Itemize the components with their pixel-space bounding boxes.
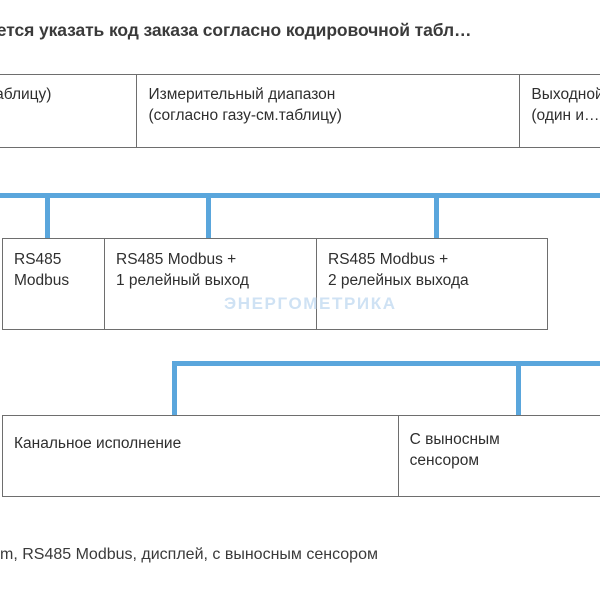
connector-vertical-bottom-2 <box>516 361 521 416</box>
execution-option-duct-mount[interactable]: Канальное исполнение <box>3 416 398 496</box>
connector-horizontal-bottom <box>172 361 600 366</box>
example-order-code-note: …m, RS485 Modbus, дисплей, с выносным се… <box>0 546 378 563</box>
execution-option-remote-sensor[interactable]: С выносным сенсором <box>397 416 600 496</box>
cell-line-2: 2 релейных выхода <box>328 271 469 289</box>
interface-option-two-relays[interactable]: RS485 Modbus + 2 релейных выхода <box>316 239 547 329</box>
cell-line-1: Измерительный диапазон <box>148 86 336 103</box>
cell-line-2: (один и… <box>531 106 600 124</box>
cell-line-1: …см.таблицу) <box>0 86 52 103</box>
cell-line-1: RS485 <box>14 251 62 268</box>
cell-line-1: RS485 Modbus + <box>328 251 449 268</box>
cell-line-1: RS485 Modbus + <box>116 251 237 268</box>
connector-vertical-top-3 <box>434 193 439 239</box>
parameters-row: …см.таблицу) Измерительный диапазон (сог… <box>0 74 600 148</box>
cell-line-1: Выходной… <box>531 86 600 103</box>
interface-option-one-relay[interactable]: RS485 Modbus + 1 релейный выход <box>104 239 316 329</box>
interface-option-rs485-modbus[interactable]: RS485 Modbus <box>3 239 104 329</box>
page-title: …уется указать код заказа согласно кодир… <box>0 20 472 40</box>
cell-line-1: Канальное исполнение <box>14 435 182 452</box>
cell-line-2: Modbus <box>14 271 70 289</box>
connector-vertical-top-1 <box>45 193 50 239</box>
parameter-cell-model-table[interactable]: …см.таблицу) <box>0 75 136 147</box>
cell-line-2: 1 релейный выход <box>116 271 249 289</box>
interface-options-row: RS485 Modbus RS485 Modbus + 1 релейный в… <box>2 238 548 330</box>
cell-line-1: С выносным <box>409 431 500 448</box>
execution-variants-row: Канальное исполнение С выносным сенсором <box>2 415 600 497</box>
parameter-cell-measuring-range[interactable]: Измерительный диапазон (согласно газу-см… <box>136 75 519 147</box>
parameter-cell-output[interactable]: Выходной… (один и… <box>519 75 600 147</box>
cell-line-2: (согласно газу-см.таблицу) <box>148 106 342 124</box>
cell-line-2: сенсором <box>409 451 480 469</box>
connector-vertical-bottom-1 <box>172 361 177 416</box>
connector-horizontal-top <box>0 193 600 198</box>
connector-vertical-top-2 <box>206 193 211 239</box>
